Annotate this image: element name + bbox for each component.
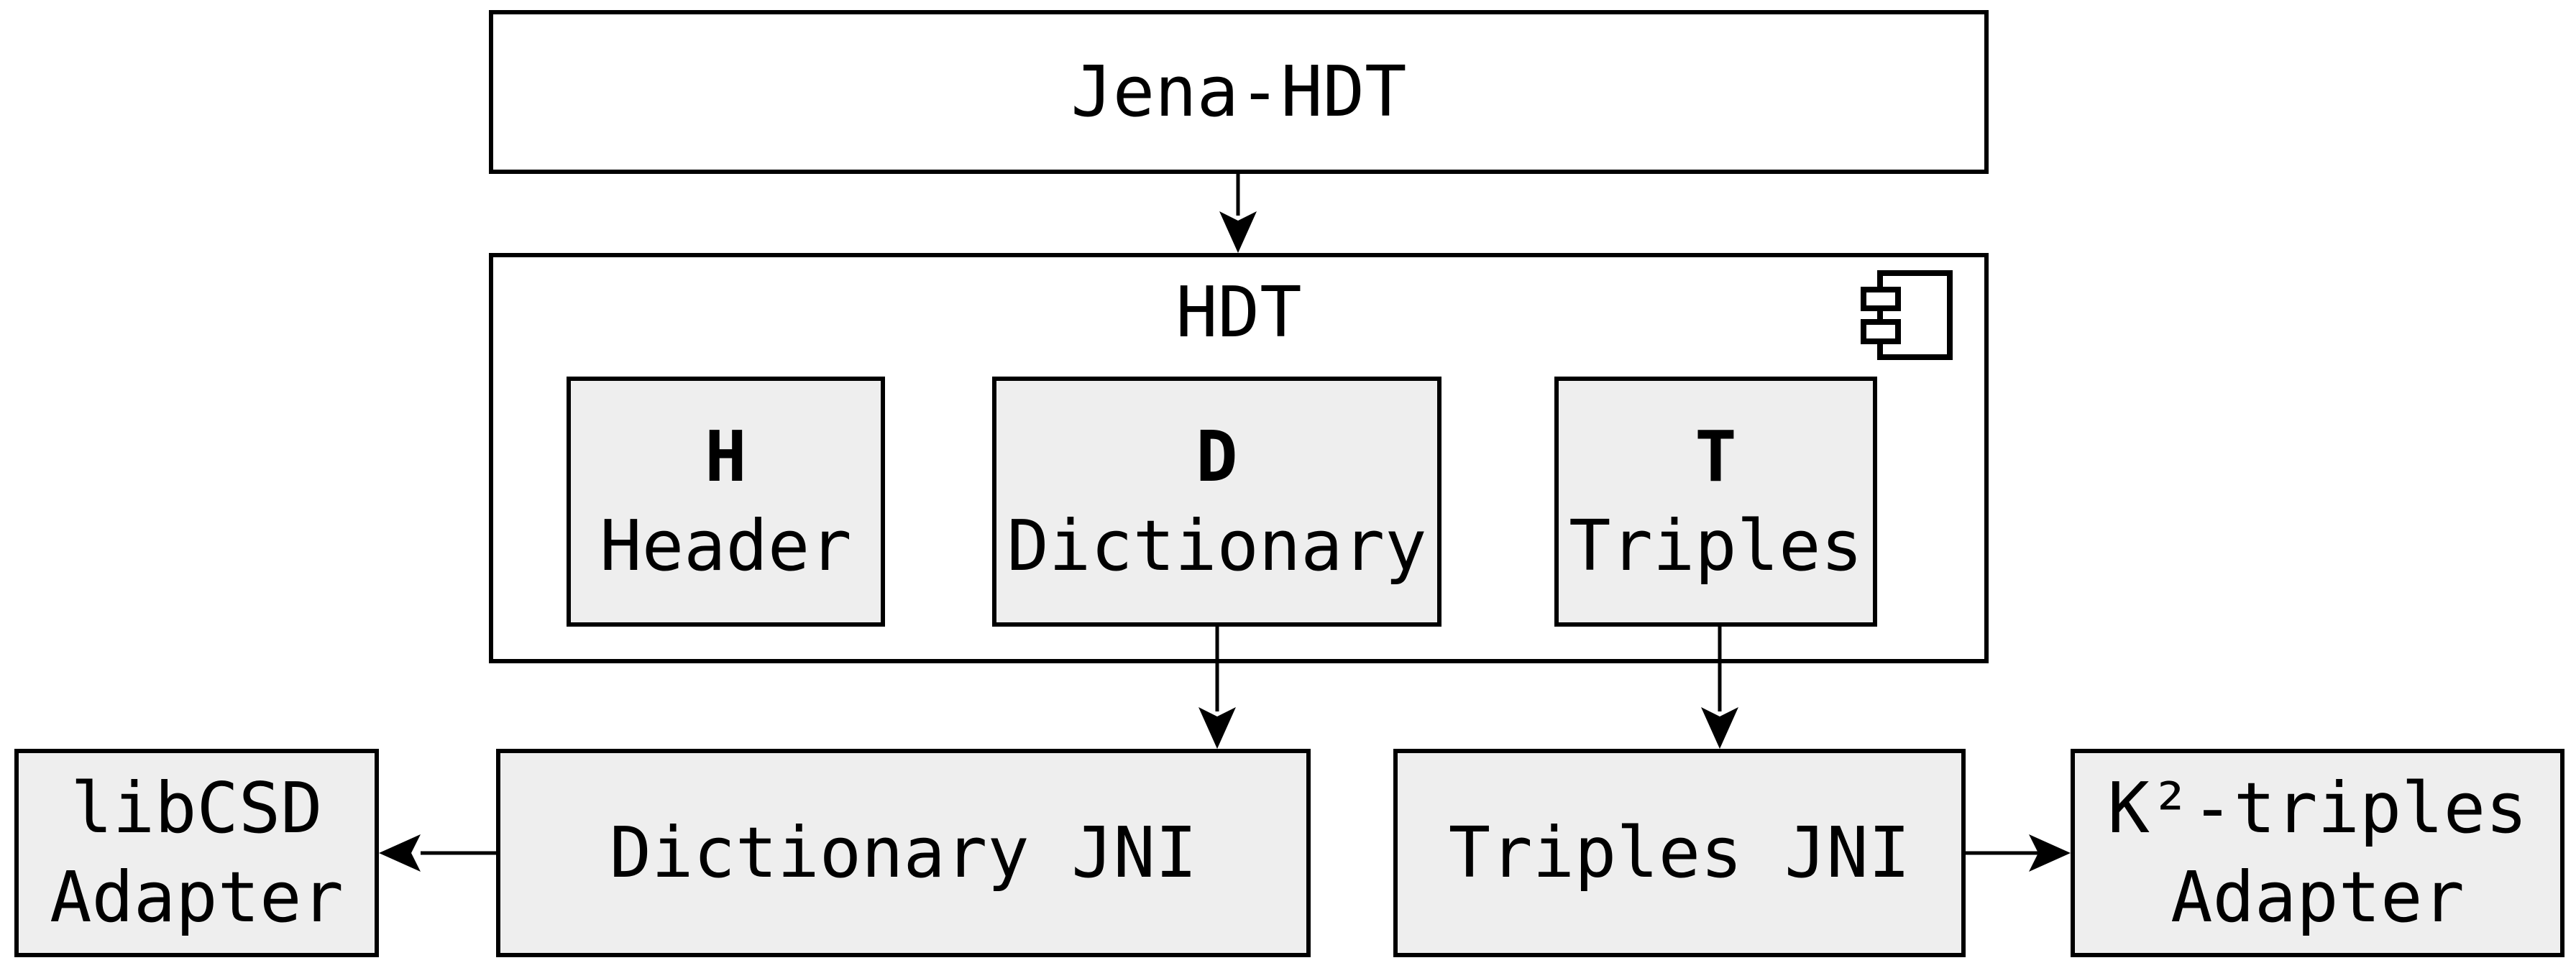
node-triples-label: Triples <box>1569 505 1863 586</box>
node-jena-hdt: Jena-HDT <box>489 10 1989 174</box>
node-triples-initial: T <box>1695 415 1737 497</box>
node-dictionary-jni-label: Dictionary JNI <box>609 811 1198 893</box>
arrow-jena-to-hdt <box>1219 174 1257 253</box>
node-dictionary: D Dictionary <box>992 377 1441 627</box>
node-header-label: Header <box>600 505 852 586</box>
node-k2-triples-adapter-line2: Adapter <box>2171 857 2465 938</box>
node-libcsd-adapter-line2: Adapter <box>50 857 344 938</box>
arrow-triples-jni-to-k2 <box>1966 834 2071 872</box>
node-libcsd-adapter: libCSD Adapter <box>14 749 379 957</box>
node-dictionary-jni: Dictionary JNI <box>496 749 1311 957</box>
node-triples-jni-label: Triples JNI <box>1448 811 1911 893</box>
node-header-initial: H <box>705 415 747 497</box>
node-k2-triples-adapter-line1: K²-triples <box>2107 767 2528 849</box>
node-dictionary-label: Dictionary <box>1007 505 1427 586</box>
node-triples: T Triples <box>1554 377 1877 627</box>
node-jena-hdt-label: Jena-HDT <box>1071 50 1407 132</box>
node-dictionary-initial: D <box>1196 415 1238 497</box>
node-hdt-label: HDT <box>1175 272 1302 353</box>
node-triples-jni: Triples JNI <box>1393 749 1966 957</box>
node-libcsd-adapter-line1: libCSD <box>70 767 323 849</box>
arrow-dictionary-jni-to-libcsd <box>379 834 496 872</box>
node-k2-triples-adapter: K²-triples Adapter <box>2071 749 2564 957</box>
node-header: H Header <box>567 377 885 627</box>
